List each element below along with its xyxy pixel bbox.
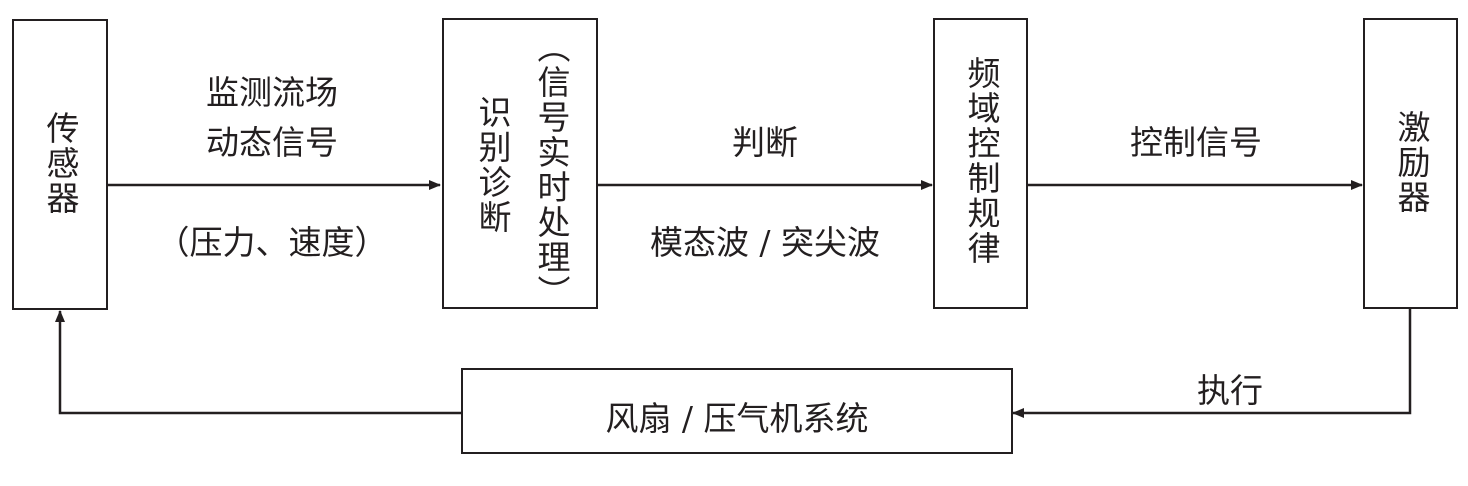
edge-label-dynamic-signal: 动态信号 <box>206 123 338 162</box>
sensor-box: 传感器 <box>12 19 108 310</box>
sensor-label: 传感器 <box>41 111 80 216</box>
control-law-box: 频域控制规律 <box>933 18 1028 309</box>
actuator-box: 激励器 <box>1363 18 1458 309</box>
edge-label-pressure-velocity: （压力、速度） <box>156 223 388 262</box>
actuator-label: 激励器 <box>1392 110 1431 215</box>
edge-label-judge: 判断 <box>732 123 798 162</box>
edge-label-monitor: 监测流场 <box>206 73 338 112</box>
arrow-plant-to-sensor <box>55 310 461 415</box>
diagnosis-label: 识别诊断 <box>473 95 512 235</box>
edge-label-modal-spike: 模态波 / 突尖波 <box>649 223 881 262</box>
plant-label: 风扇 / 压气机系统 <box>605 399 869 438</box>
diagnosis-box: 识别诊断 （信号实时处理） <box>442 18 598 310</box>
plant-box: 风扇 / 压气机系统 <box>461 368 1013 454</box>
diagnosis-sub-label: （信号实时处理） <box>532 30 571 310</box>
edge-label-execute: 执行 <box>1197 371 1263 410</box>
arrow-actuator-to-plant <box>1012 309 1412 418</box>
control-law-label: 频域控制规律 <box>962 56 1001 266</box>
edge-label-control-signal: 控制信号 <box>1130 123 1262 162</box>
